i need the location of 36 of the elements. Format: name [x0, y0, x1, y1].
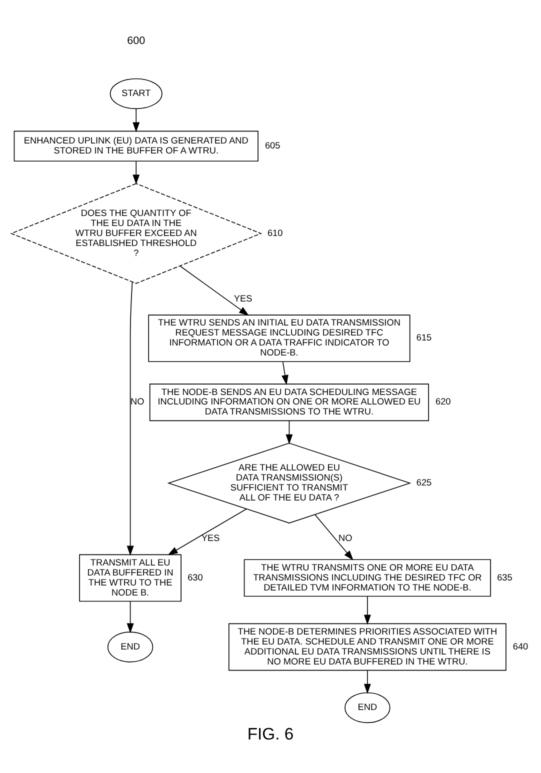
node-diamond: DOES THE QUANTITY OF THE EU DATA IN THE WTRU BUFFER EXCEED AN ESTABLISHED THRESHOLD ? — [10, 182, 262, 284]
node-ellipse: END — [107, 631, 154, 662]
arrow — [364, 670, 371, 694]
node-box: THE WTRU TRANSMITS ONE OR MORE EU DATA TRANSMISSIONS INCLUDING THE DESIRED TFC OR DETAILED TVM INFORMATION TO THE NODE-B. — [244, 558, 491, 596]
node-box: ENHANCED UPLINK (EU) DATA IS GENERATED AND STORED IN THE BUFFER OF A WTRU. — [14, 130, 258, 162]
edge-label: YES — [234, 293, 252, 304]
node-ellipse: START — [110, 78, 162, 109]
arrow — [180, 265, 249, 316]
node-ellipse: END — [344, 692, 390, 723]
node-label: 625 — [416, 476, 432, 487]
node-diamond: ARE THE ALLOWED EU DATA TRANSMISSION(S) SUFFICIENT TO TRANSMIT ALL OF THE EU DATA ? — [167, 442, 412, 523]
arrow — [126, 281, 134, 556]
edge-label: YES — [201, 532, 220, 543]
arrow — [132, 108, 140, 132]
arrow — [282, 360, 288, 384]
arrow — [286, 420, 293, 444]
node-label: 635 — [497, 572, 512, 582]
node-label: 605 — [264, 140, 280, 150]
caption: FIG. 6 — [247, 724, 294, 743]
node-box: THE WTRU SENDS AN INITIAL EU DATA TRANSMISSION REQUEST MESSAGE INCLUDING DESIRED TFC INFORMATION OR A DATA TRAFFIC INDICATOR TO NODE-B. — [148, 314, 410, 362]
arrow — [314, 514, 354, 560]
node-label: 615 — [416, 332, 432, 342]
node-box: TRANSMIT ALL EU DATA BUFFERED IN THE WTRU TO THE NODE B. — [79, 554, 182, 602]
arrow — [364, 596, 371, 624]
node-box: THE NODE-B DETERMINES PRIORITIES ASSOCIATED WITH THE EU DATA. SCHEDULE AND TRANSMIT ONE OR MORE ADDITIONAL EU DATA TRANSMISSIONS UNTIL THERE IS NO MORE EU DATA BUFFERED IN THE WTRU. — [228, 622, 506, 670]
node-label: 640 — [512, 640, 528, 651]
node-label: 630 — [188, 572, 203, 582]
edge-label: NO — [130, 396, 144, 406]
label: 600 — [127, 34, 146, 47]
arrow — [126, 600, 134, 633]
arrow — [168, 508, 247, 555]
arrow — [132, 160, 140, 184]
node-label: 610 — [267, 227, 283, 238]
node-label: 620 — [436, 396, 451, 406]
node-box: THE NODE-B SENDS AN EU DATA SCHEDULING MESSAGE INCLUDING INFORMATION ON ONE OR MORE ALLOWED EU DATA TRANSMISSIONS TO THE WTRU. — [149, 383, 429, 421]
edge-label: NO — [338, 532, 352, 543]
